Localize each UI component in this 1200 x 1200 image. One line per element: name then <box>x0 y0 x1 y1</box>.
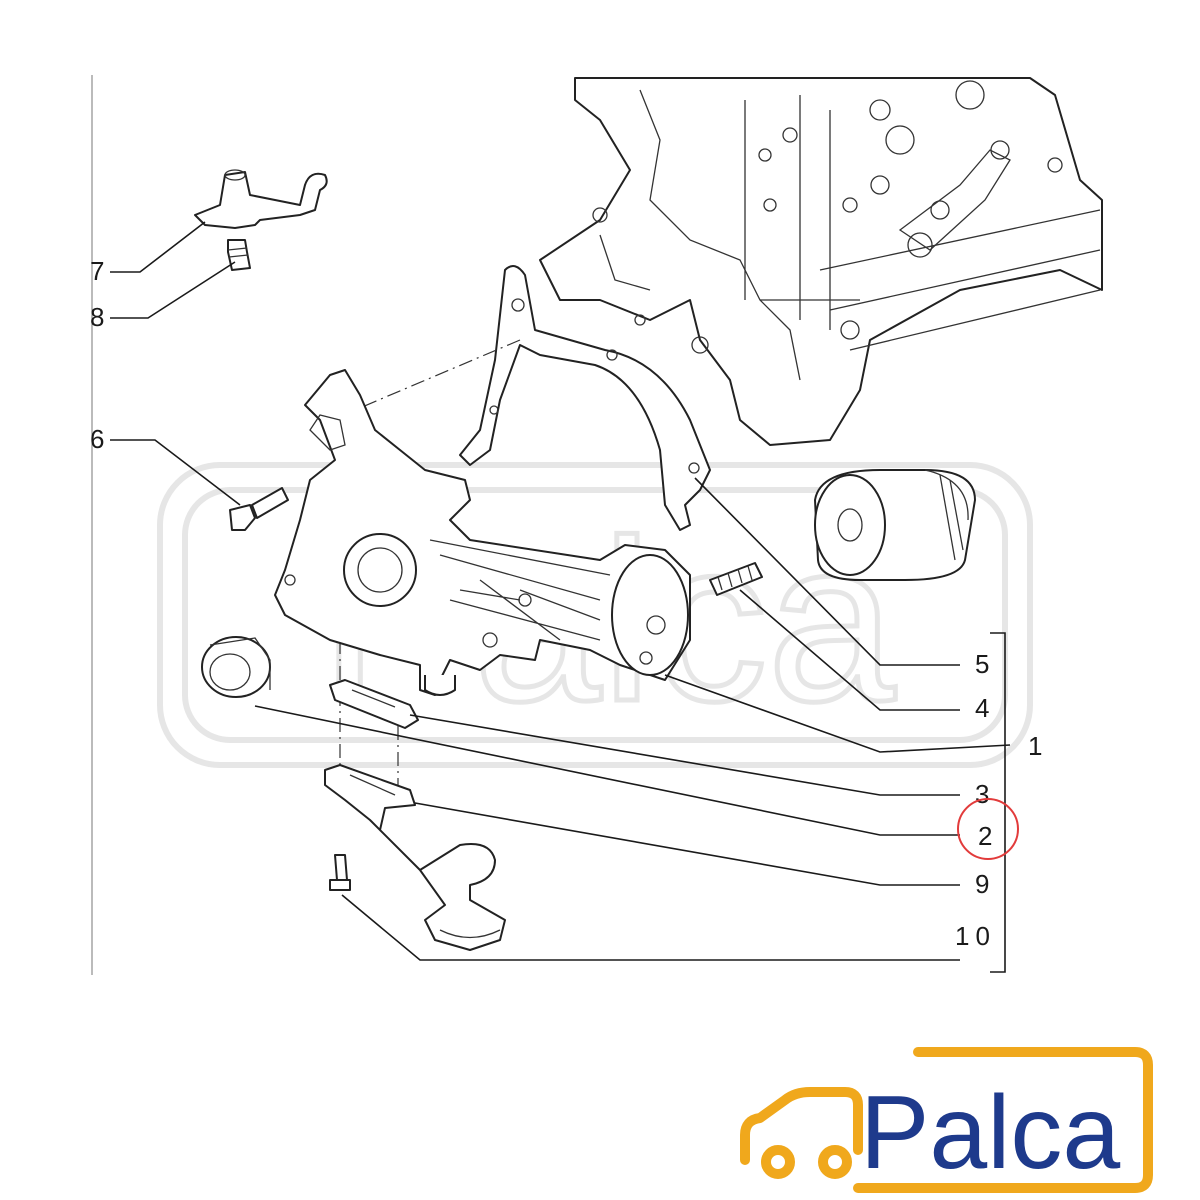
oil-filter-drawing <box>814 469 976 581</box>
callout-8: 8 <box>90 302 104 332</box>
car-icon <box>740 1087 863 1179</box>
bolt-part-10 <box>329 854 351 891</box>
callout-10: 10 <box>955 921 996 951</box>
engine-block-drawing <box>539 77 1103 446</box>
alignment-line <box>354 339 521 411</box>
callout-5: 5 <box>975 649 989 679</box>
screw-part-8 <box>227 239 251 271</box>
callout-2: 2 <box>978 821 992 851</box>
highlight-circle <box>957 798 1019 860</box>
palca-logo: Palca <box>740 1047 1153 1193</box>
callout-6: 6 <box>90 424 104 454</box>
stud-part-4 <box>709 562 763 596</box>
callout-7: 7 <box>90 256 104 286</box>
bolt-part-6 <box>229 487 289 531</box>
gasket-part-3 <box>329 679 419 729</box>
leader-lines <box>110 221 1011 973</box>
callout-labels: 7 8 6 5 4 1 3 2 9 10 <box>90 256 1042 951</box>
logo-frame <box>853 1047 1153 1193</box>
callout-9: 9 <box>975 869 989 899</box>
oil-pump-part-1 <box>274 369 691 696</box>
seal-ring-part-2 <box>201 636 271 698</box>
oil-strainer-part-9 <box>324 764 506 951</box>
callout-1: 1 <box>1028 731 1042 761</box>
logo-text: Palca <box>860 1075 1120 1191</box>
callout-3: 3 <box>975 779 989 809</box>
union-fitting-part-7 <box>194 169 328 229</box>
gasket-part-5 <box>459 265 711 531</box>
callout-4: 4 <box>975 693 989 723</box>
